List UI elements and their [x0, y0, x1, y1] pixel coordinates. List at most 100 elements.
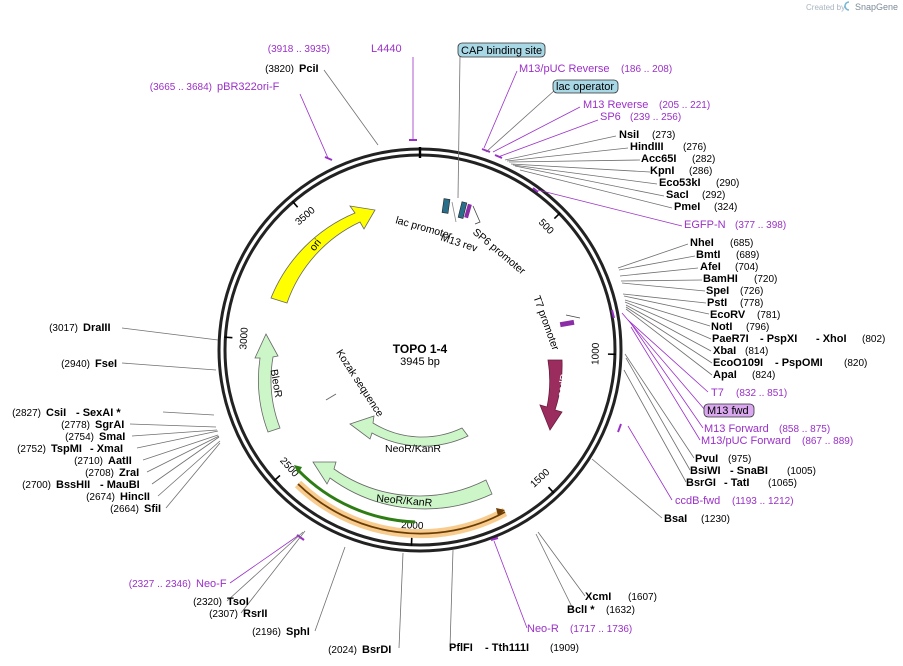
primer-sp6-name[interactable]: SP6 [600, 111, 621, 123]
enzyme-maubi-name[interactable]: - MauBI [100, 479, 140, 491]
enzyme-bsrdi-name[interactable]: BsrDI [362, 644, 391, 656]
enzyme-xmai-name[interactable]: - XmaI [90, 443, 123, 455]
enzyme-xbai-pos: (814) [745, 346, 768, 357]
enzyme-bmti-name[interactable]: BmtI [696, 249, 720, 261]
enzyme-ecorv-name[interactable]: EcoRV [710, 309, 746, 321]
t7-promoter-label: T7 promoter [530, 294, 561, 352]
enzyme-draiii-name[interactable]: DraIII [83, 322, 111, 334]
enzyme-pmei-name[interactable]: PmeI [674, 201, 700, 213]
created-by-text: Created by [806, 3, 845, 12]
enzyme-sexai-name[interactable]: - SexAI * [76, 407, 121, 419]
bleor-feature[interactable] [254, 333, 281, 433]
primer-neo-r-name[interactable]: Neo-R [527, 623, 559, 635]
ori-feature[interactable] [270, 205, 376, 304]
enzyme-sphi-name[interactable]: SphI [286, 626, 310, 638]
enzyme-bsiwi-name[interactable]: BsiWI [690, 465, 721, 477]
enzyme-bamhi-name[interactable]: BamHI [703, 273, 738, 285]
primer-egfp-name[interactable]: EGFP-N [684, 219, 726, 231]
enzyme-pcii-name[interactable]: PciI [299, 63, 319, 75]
enzyme-nsii-name[interactable]: NsiI [619, 129, 639, 141]
cap-binding-box[interactable]: CAP binding site [457, 42, 546, 58]
enzyme-apai-pos: (824) [752, 370, 775, 381]
enzyme-nsii-pos: (273) [652, 130, 675, 141]
primer-t7-name[interactable]: T7 [711, 387, 724, 399]
enzyme-kpni-name[interactable]: KpnI [650, 165, 674, 177]
enzyme-pspomi-name[interactable]: - PspOMI [775, 357, 823, 369]
primer-m13-reverse-name[interactable]: M13 Reverse [583, 99, 648, 111]
primer-m13puc-fwd-name[interactable]: M13/pUC Forward [701, 435, 791, 447]
primer-l4440-name[interactable]: L4440 [371, 43, 402, 55]
enzyme-afei-name[interactable]: AfeI [700, 261, 721, 273]
ruler-tick [547, 486, 555, 494]
enzyme-noti-name[interactable]: NotI [711, 321, 732, 333]
primer-m13puc-rev-name[interactable]: M13/pUC Reverse [519, 63, 609, 75]
enzyme-psti-pos: (778) [740, 298, 763, 309]
enzyme-ecoo109i-pos: (820) [844, 358, 867, 369]
bleor-label: BleoR [268, 368, 285, 399]
enzyme-xhoi-name[interactable]: - XhoI [816, 333, 847, 345]
enzyme-xcmi-name[interactable]: XcmI [585, 591, 611, 603]
enzyme-tth111i-name[interactable]: - Tth111I [485, 642, 529, 654]
enzyme-eco53ki-name[interactable]: Eco53kI [659, 177, 701, 189]
enzyme-sgrai-pos: (2778) [61, 420, 90, 431]
enzyme-hincii-name[interactable]: HincII [120, 491, 150, 503]
enzyme-smai-name[interactable]: SmaI [99, 431, 125, 443]
ruler-label: 1500 [529, 467, 553, 491]
enzyme-aatii-name[interactable]: AatII [108, 455, 132, 467]
enzyme-bsshii-name[interactable]: BssHII [56, 479, 90, 491]
primer-neo-f-pos: (2327 .. 2346) [129, 579, 191, 590]
primer-m13-forward-name[interactable]: M13 Forward [704, 423, 769, 435]
enzyme-xbai-name[interactable]: XbaI [713, 345, 736, 357]
enzyme-sgrai-name[interactable]: SgrAI [95, 419, 124, 431]
kozak-label: Kozak sequence [333, 348, 385, 420]
enzyme-csii-name[interactable]: CsiI [46, 407, 66, 419]
enzyme-pvui-name[interactable]: PvuI [695, 453, 718, 465]
enzyme-ecoo109i-name[interactable]: EcoO109I [713, 357, 763, 369]
ruler-label: 3000 [238, 327, 250, 350]
enzyme-tspmi-name[interactable]: TspMI [51, 443, 82, 455]
primer-pbr322-pos: (3665 .. 3684) [150, 82, 212, 93]
primer-pbr322-name[interactable]: pBR322ori-F [217, 81, 280, 93]
enzyme-acc65i-name[interactable]: Acc65I [641, 153, 676, 165]
enzyme-aatii-pos: (2710) [74, 456, 103, 467]
enzyme-pspxi-name[interactable]: - PspXI [760, 333, 797, 345]
enzyme-csii-pos: (2827) [12, 408, 41, 419]
enzyme-hindiii-name[interactable]: HindIII [630, 141, 664, 153]
enzyme-apai-name[interactable]: ApaI [713, 369, 737, 381]
primer-m13puc-fwd-pos: (867 .. 889) [802, 436, 853, 447]
enzyme-tsoi-name[interactable]: TsoI [227, 596, 249, 608]
enzyme-nhei-name[interactable]: NheI [690, 237, 714, 249]
enzyme-paer7i-name[interactable]: PaeR7I [712, 333, 749, 345]
enzyme-bsrgi-name[interactable]: BsrGI [686, 477, 716, 489]
orf-green-arrowhead [294, 465, 302, 474]
enzyme-sfii-name[interactable]: SfiI [144, 503, 161, 515]
neor-outer-feature[interactable] [312, 461, 493, 510]
enzyme-pflfi-name[interactable]: PflFI [449, 642, 473, 654]
ruler-tick [291, 200, 299, 208]
enzyme-bsiwi-pos: (1005) [787, 466, 816, 477]
enzyme-psti-name[interactable]: PstI [707, 297, 727, 309]
enzyme-bsai-name[interactable]: BsaI [664, 513, 687, 525]
enzyme-zrai-name[interactable]: ZraI [119, 467, 139, 479]
lac-operator-box[interactable]: lac operator [552, 79, 619, 94]
enzyme-bmti-pos: (689) [736, 250, 759, 261]
snapgene-logo-icon [844, 1, 850, 11]
ccdb-feature[interactable] [539, 359, 563, 431]
orf-orange-arc [297, 483, 506, 535]
primer-m13-reverse-pos: (205 .. 221) [659, 100, 710, 111]
enzyme-rsrii-name[interactable]: RsrII [243, 608, 267, 620]
enzyme-snabi-name[interactable]: - SnaBI [730, 465, 768, 477]
enzyme-tati-name[interactable]: - TatI [724, 477, 749, 489]
enzyme-tspmi-pos: (2752) [17, 444, 46, 455]
enzyme-pmei-pos: (324) [714, 202, 737, 213]
enzyme-spei-name[interactable]: SpeI [706, 285, 729, 297]
enzyme-bcli-name[interactable]: BclI * [567, 604, 595, 616]
enzyme-fsei-name[interactable]: FseI [95, 358, 117, 370]
enzyme-afei-pos: (704) [735, 262, 758, 273]
primer-ccdb-fwd-name[interactable]: ccdB-fwd [675, 495, 720, 507]
primer-neo-f-name[interactable]: Neo-F [196, 578, 227, 590]
neor-inner-feature[interactable] [349, 415, 469, 447]
neor-outer-label: NeoR/KanR [376, 493, 433, 510]
enzyme-saci-name[interactable]: SacI [666, 189, 689, 201]
m13-fwd-box[interactable]: M13 fwd [703, 403, 755, 418]
